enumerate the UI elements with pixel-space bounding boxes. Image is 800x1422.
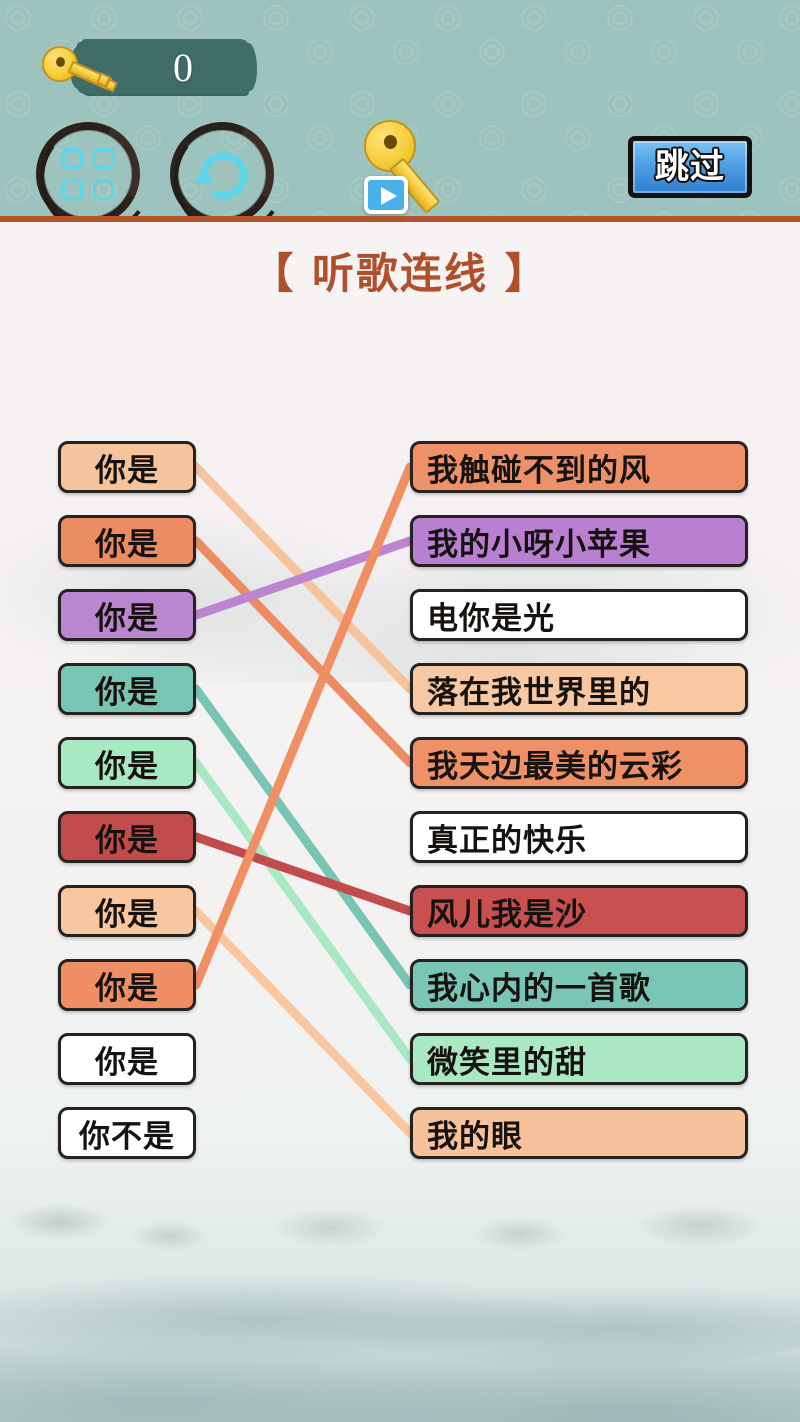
undo-button[interactable]: [156, 108, 288, 222]
play-icon[interactable]: [364, 176, 408, 214]
connection-line: [191, 462, 415, 990]
card-label: 电你是光: [427, 600, 555, 637]
skip-button-label: 跳过: [655, 147, 725, 187]
right-card[interactable]: 微笑里的甜: [410, 1033, 748, 1085]
right-card[interactable]: 我触碰不到的风: [410, 441, 748, 493]
key-icon: [352, 118, 456, 220]
key-ad-button[interactable]: [348, 118, 458, 222]
card-label: 真正的快乐: [427, 822, 587, 859]
card-label: 你是: [95, 600, 159, 637]
card-label: 你是: [95, 822, 159, 859]
right-card[interactable]: 电你是光: [410, 589, 748, 641]
left-card[interactable]: 你是: [58, 737, 196, 789]
right-card[interactable]: 真正的快乐: [410, 811, 748, 863]
connection-line: [191, 832, 415, 916]
left-card[interactable]: 你是: [58, 441, 196, 493]
card-label: 你是: [95, 452, 159, 489]
key-count-value: 0: [173, 45, 193, 90]
left-card[interactable]: 你不是: [58, 1107, 196, 1159]
card-label: 你是: [95, 674, 159, 711]
card-label: 你是: [95, 748, 159, 785]
connection-lines: [191, 462, 415, 1138]
card-label: 落在我世界里的: [427, 674, 651, 711]
page-title: 【 听歌连线 】: [251, 249, 549, 298]
card-label: 我的小呀小苹果: [427, 526, 651, 563]
card-label: 风儿我是沙: [427, 896, 587, 933]
top-bar-divider: [0, 216, 800, 222]
game-stage: 【 听歌连线 】 你是你是你是你是你是你是你是你是你是你不是 我触碰不到的风我的…: [0, 222, 800, 1422]
connection-line: [191, 684, 415, 990]
left-card[interactable]: 你是: [58, 811, 196, 863]
card-label: 你不是: [79, 1118, 175, 1155]
right-card[interactable]: 风儿我是沙: [410, 885, 748, 937]
right-card[interactable]: 我心内的一首歌: [410, 959, 748, 1011]
undo-arrow-icon: [194, 152, 248, 200]
card-label: 我的眼: [427, 1118, 523, 1155]
left-card[interactable]: 你是: [58, 589, 196, 641]
card-label: 你是: [95, 526, 159, 563]
grid-icon: [62, 148, 114, 200]
card-label: 我触碰不到的风: [427, 452, 651, 489]
card-label: 我心内的一首歌: [427, 970, 651, 1007]
card-label: 你是: [95, 970, 159, 1007]
left-card[interactable]: 你是: [58, 1033, 196, 1085]
left-card[interactable]: 你是: [58, 515, 196, 567]
left-card[interactable]: 你是: [58, 885, 196, 937]
left-card[interactable]: 你是: [58, 663, 196, 715]
right-card[interactable]: 我的眼: [410, 1107, 748, 1159]
card-label: 你是: [95, 896, 159, 933]
right-card[interactable]: 落在我世界里的: [410, 663, 748, 715]
connection-line: [191, 536, 415, 768]
right-card[interactable]: 我天边最美的云彩: [410, 737, 748, 789]
grid-menu-button[interactable]: [22, 108, 154, 222]
card-label: 微笑里的甜: [427, 1044, 587, 1081]
skip-button[interactable]: 跳过: [628, 136, 752, 198]
left-card[interactable]: 你是: [58, 959, 196, 1011]
card-label: 你是: [95, 1044, 159, 1081]
key-counter: 0: [40, 36, 257, 98]
right-card[interactable]: 我的小呀小苹果: [410, 515, 748, 567]
key-icon: [40, 42, 122, 93]
card-label: 我天边最美的云彩: [427, 748, 683, 785]
connection-line: [191, 758, 415, 1064]
connection-line: [191, 906, 415, 1138]
top-bar: 0 跳过: [0, 0, 800, 222]
water-background: [0, 1152, 800, 1422]
